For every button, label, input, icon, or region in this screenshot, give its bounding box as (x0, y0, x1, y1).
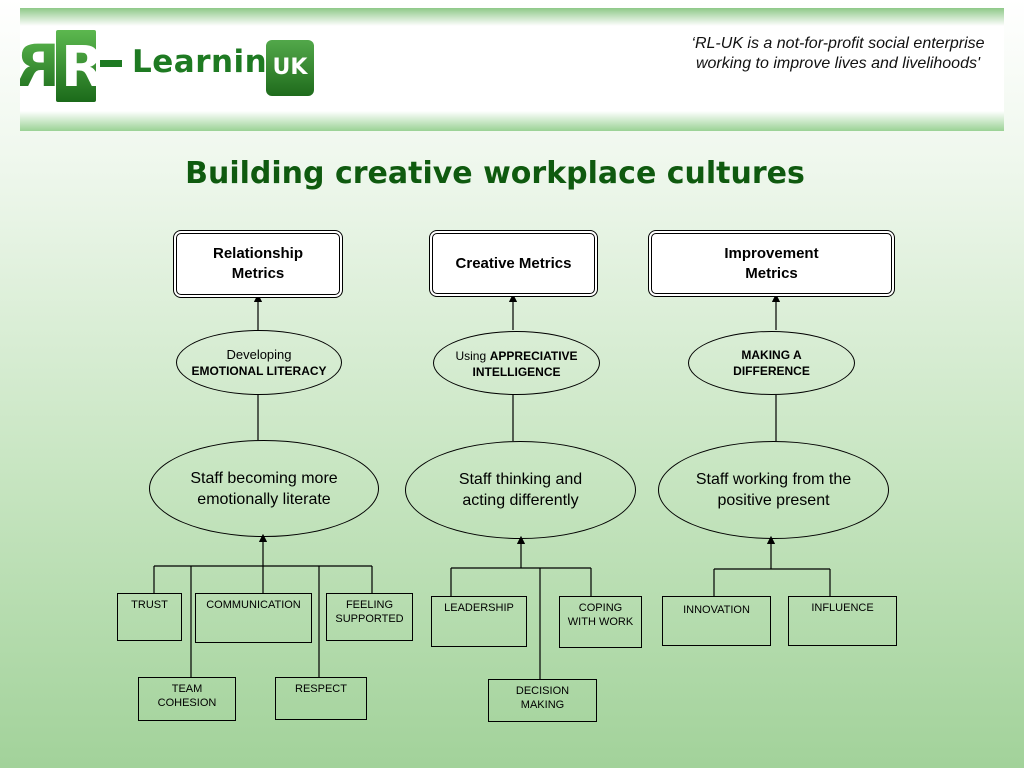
metric-box-relationship: Relationship Metrics (173, 230, 343, 298)
header-top-band (20, 8, 1004, 26)
item-communication: COMMUNICATION (195, 593, 312, 643)
oval-making-a-difference: MAKING A DIFFERENCE (688, 331, 855, 395)
item-trust: TRUST (117, 593, 182, 641)
outcome-text: Staff thinking and acting differently (458, 471, 583, 509)
item-innovation: INNOVATION (662, 596, 771, 646)
oval-emotional-literacy: Developing EMOTIONAL LITERACY (176, 330, 342, 395)
outcome-text: Staff working from the positive present (695, 471, 852, 509)
item-influence: INFLUENCE (788, 596, 897, 646)
svg-text:R: R (20, 32, 60, 100)
logo-rr-mark-icon: R R (20, 30, 122, 102)
rl-uk-logo: R R Learning UK (20, 30, 320, 105)
header-bottom-band (20, 111, 1004, 131)
item-respect: RESPECT (275, 677, 367, 720)
oval-emphasis: MAKING A DIFFERENCE (733, 348, 810, 378)
item-leadership: LEADERSHIP (431, 596, 527, 647)
oval-prefix: Using (455, 349, 487, 363)
item-decision-making: DECISION MAKING (488, 679, 597, 722)
item-feeling-supported: FEELING SUPPORTED (326, 593, 413, 641)
header-area (20, 26, 1004, 111)
oval-appreciative-intelligence: Using APPRECIATIVE INTELLIGENCE (433, 331, 600, 395)
metric-box-improvement: Improvement Metrics (648, 230, 895, 297)
item-coping-with-work: COPING WITH WORK (559, 596, 642, 648)
outcome-oval-thinking-differently: Staff thinking and acting differently (405, 441, 636, 539)
item-team-cohesion: TEAM COHESION (138, 677, 236, 721)
metric-box-creative: Creative Metrics (429, 230, 598, 297)
metric-label: Relationship Metrics (212, 245, 303, 282)
outcome-oval-emotionally-literate: Staff becoming more emotionally literate (149, 440, 379, 537)
oval-emphasis: APPRECIATIVE INTELLIGENCE (472, 349, 578, 379)
page-title: Building creative workplace cultures (185, 156, 805, 191)
oval-prefix: Developing (226, 346, 292, 362)
outcome-text: Staff becoming more emotionally literate (190, 469, 338, 508)
logo-uk-badge: UK (266, 40, 314, 96)
metric-label: Improvement Metrics (724, 244, 819, 282)
svg-text:R: R (61, 35, 104, 100)
oval-emphasis: EMOTIONAL LITERACY (191, 363, 327, 378)
tagline: ‘RL-UK is a not-for-profit social enterp… (691, 35, 985, 72)
metric-label: Creative Metrics (455, 254, 572, 272)
outcome-oval-positive-present: Staff working from the positive present (658, 441, 889, 539)
logo-wordmark: Learning (132, 44, 290, 80)
